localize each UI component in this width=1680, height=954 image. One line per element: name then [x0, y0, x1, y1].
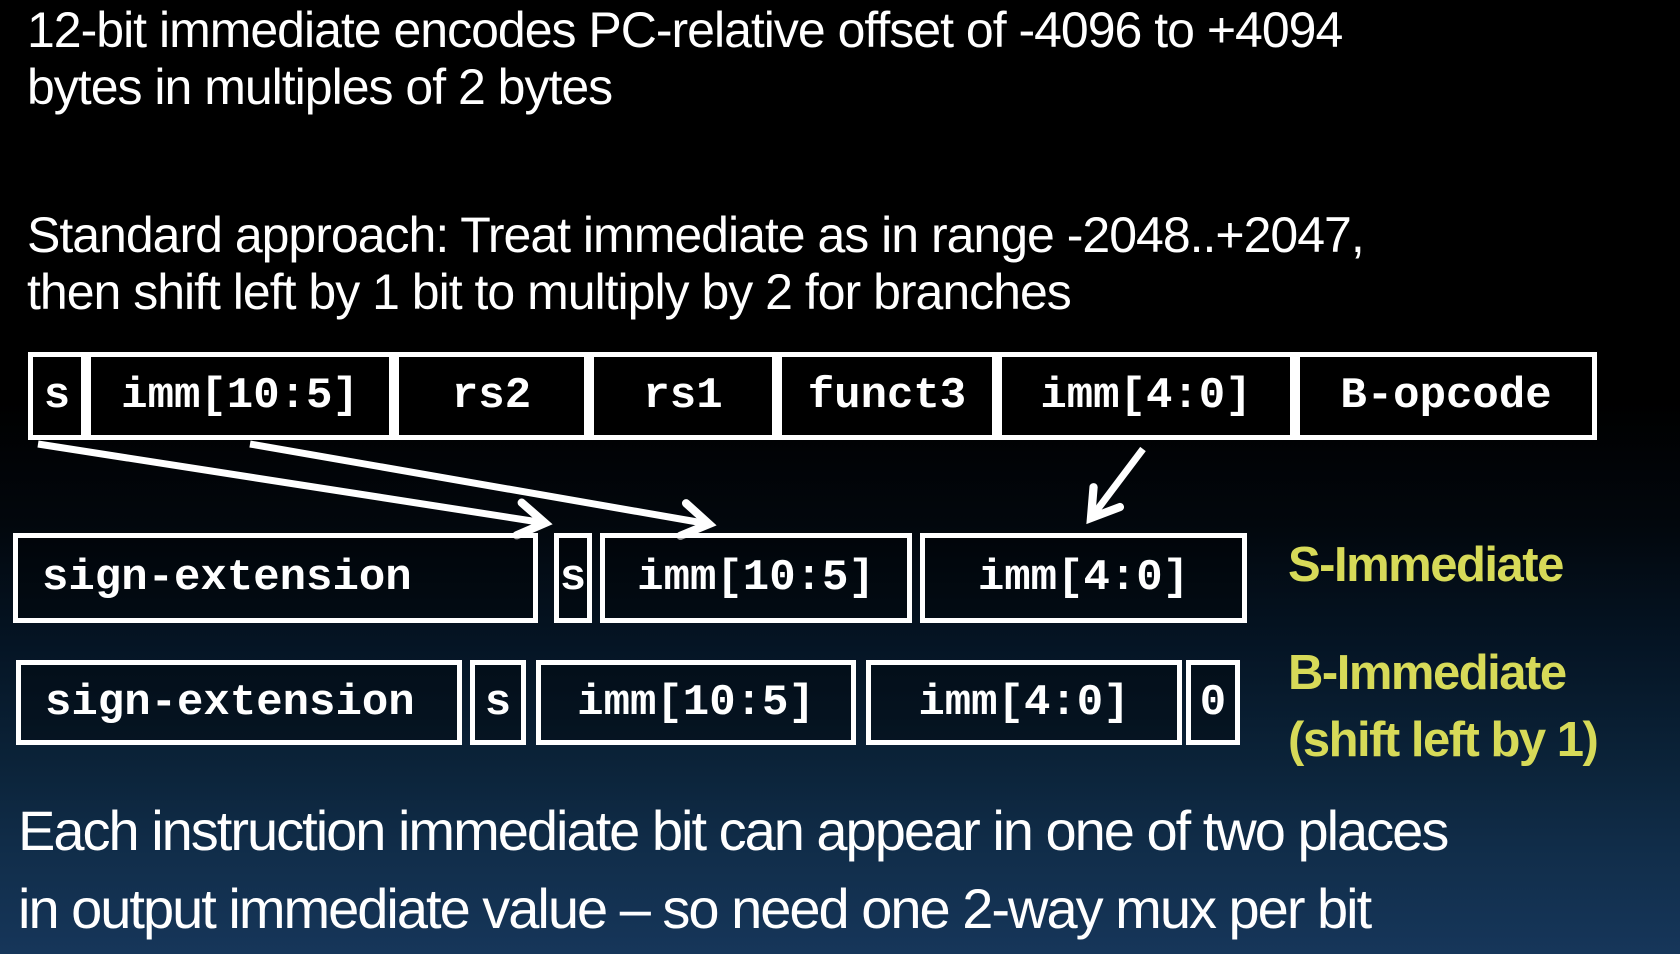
field-cell-sign-bit: s — [28, 352, 86, 440]
approach-paragraph: Standard approach: Treat immediate as in… — [27, 207, 1365, 321]
field-cell-b-opcode: B-opcode — [1295, 352, 1597, 440]
field-cell-imm10-5: imm[10:5] — [86, 352, 394, 440]
approach-line-1: Standard approach: Treat immediate as in… — [27, 207, 1365, 263]
cell-sign-extension: sign-extension — [13, 533, 538, 623]
cell-imm10-5: imm[10:5] — [600, 533, 912, 623]
cell-sign-extension: sign-extension — [16, 660, 462, 745]
footer-paragraph: Each instruction immediate bit can appea… — [18, 792, 1449, 948]
cell-s: s — [470, 660, 526, 745]
b-immediate-label-line-1: B-Immediate — [1288, 646, 1567, 700]
intro-line-2: bytes in multiples of 2 bytes — [27, 59, 613, 115]
arrow-imm10-5-to-row2 — [249, 440, 717, 540]
field-cell-rs2: rs2 — [394, 352, 589, 440]
cell-imm10-5: imm[10:5] — [536, 660, 856, 745]
field-cell-funct3: funct3 — [777, 352, 997, 440]
field-cell-rs1: rs1 — [589, 352, 777, 440]
footer-line-2: in output immediate value – so need one … — [18, 877, 1372, 940]
arrow-imm4-0-to-row2 — [1086, 446, 1146, 525]
field-cell-imm4-0: imm[4:0] — [997, 352, 1295, 440]
intro-paragraph: 12-bit immediate encodes PC-relative off… — [27, 2, 1343, 116]
arrow-sign-bit-to-s — [37, 440, 553, 540]
intro-line-1: 12-bit immediate encodes PC-relative off… — [27, 2, 1343, 58]
footer-line-1: Each instruction immediate bit can appea… — [18, 799, 1449, 862]
b-immediate-row: sign-extension s imm[10:5] imm[4:0] 0 — [16, 660, 1240, 745]
cell-imm4-0: imm[4:0] — [866, 660, 1182, 745]
b-immediate-label: B-Immediate (shift left by 1) — [1288, 640, 1599, 774]
s-immediate-row: sign-extension s imm[10:5] imm[4:0] — [13, 533, 1247, 623]
cell-s: s — [554, 533, 592, 623]
cell-imm4-0: imm[4:0] — [920, 533, 1247, 623]
cell-zero-bit: 0 — [1186, 660, 1240, 745]
b-immediate-label-line-2: (shift left by 1) — [1288, 713, 1599, 767]
instruction-encoding-row: s imm[10:5] rs2 rs1 funct3 imm[4:0] B-op… — [28, 352, 1597, 440]
s-immediate-label: S-Immediate — [1288, 538, 1564, 592]
approach-line-2: then shift left by 1 bit to multiply by … — [27, 264, 1072, 320]
